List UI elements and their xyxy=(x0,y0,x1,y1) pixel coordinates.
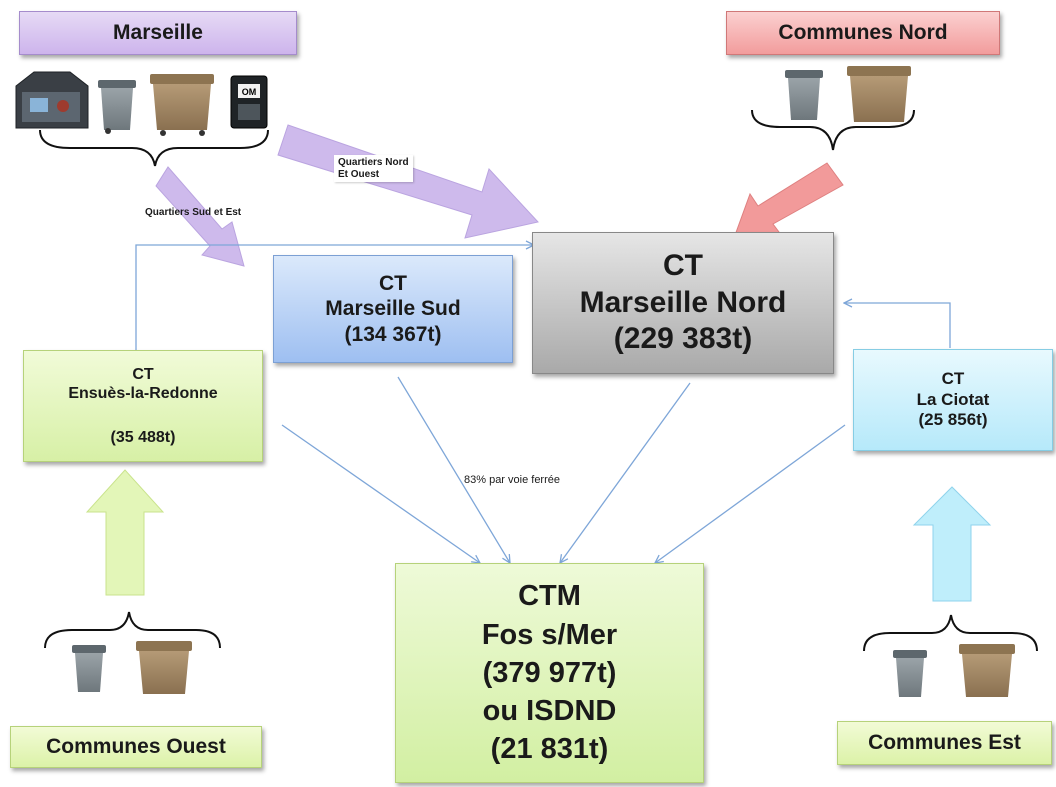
flow-ensues-to-ctm xyxy=(281,424,480,563)
ct-la-ciotat: CT La Ciotat (25 856t) xyxy=(853,349,1053,451)
brown-bin-icon xyxy=(150,74,214,136)
note-rail-share-text: 83% par voie ferrée xyxy=(464,474,560,486)
ct-la-ciotat-tonnage: (25 856t) xyxy=(918,410,988,430)
ct-ensues-name: Ensuès-la-Redonne xyxy=(68,385,218,403)
ct-la-ciotat-name: La Ciotat xyxy=(916,389,990,409)
ctm-isdnd-tonnage: (21 831t) xyxy=(490,733,609,766)
ct-marseille-sud: CT Marseille Sud (134 367t) xyxy=(273,255,513,363)
arrow-communes-nord xyxy=(733,162,844,239)
note-rail-share: 83% par voie ferrée xyxy=(464,474,560,487)
flow-ciotat-to-nord xyxy=(844,303,951,348)
label-communes-ouest-text: Communes Ouest xyxy=(46,735,226,759)
om-bin-icon: OM xyxy=(230,75,268,129)
brown-bin-icon xyxy=(847,66,911,122)
ct-marseille-sud-line1: CT xyxy=(379,271,407,295)
ctm-alternative: ou ISDND xyxy=(482,695,617,728)
arrow-communes-ouest xyxy=(85,469,165,596)
note-quartiers-sud: Quartiers Sud et Est xyxy=(145,207,241,219)
ctm-line1: CTM xyxy=(518,580,581,613)
ct-ensues-line1: CT xyxy=(132,365,154,383)
ct-la-ciotat-line1: CT xyxy=(941,368,965,388)
note-quartiers-nord-line1: Quartiers Nord xyxy=(338,157,409,168)
flow-ensues-to-nord xyxy=(135,245,534,350)
brown-bin-icon xyxy=(136,641,192,694)
gray-bin-icon xyxy=(72,645,106,692)
ctm-location: Fos s/Mer xyxy=(481,618,618,651)
brace-communes-ouest xyxy=(44,611,221,649)
ct-marseille-sud-name: Marseille Sud xyxy=(325,297,461,321)
gray-bin-icon xyxy=(98,80,136,134)
ct-marseille-nord-line1: CT xyxy=(663,249,703,283)
label-communes-nord-text: Communes Nord xyxy=(778,21,948,45)
ct-marseille-nord-name: Marseille Nord xyxy=(579,285,787,319)
ct-marseille-nord-tonnage: (229 383t) xyxy=(613,322,753,356)
ctm-fos-sur-mer: CTM Fos s/Mer (379 977t) ou ISDND (21 83… xyxy=(395,563,704,783)
flow-nord-to-ctm xyxy=(560,382,691,563)
arrow-quartiers-sud xyxy=(155,166,245,267)
brace-marseille xyxy=(39,129,269,167)
label-communes-nord: Communes Nord xyxy=(726,11,1000,55)
gray-bin-icon xyxy=(785,70,823,120)
flow-ciotat-to-ctm xyxy=(655,424,846,563)
label-marseille-text: Marseille xyxy=(113,21,203,45)
note-quartiers-sud-text: Quartiers Sud et Est xyxy=(145,207,242,218)
arrow-communes-est xyxy=(912,486,992,602)
brace-communes-est xyxy=(863,614,1038,652)
ct-marseille-nord: CT Marseille Nord (229 383t) xyxy=(532,232,834,374)
label-communes-est-text: Communes Est xyxy=(868,731,1021,755)
ct-ensues-tonnage: (35 488t) xyxy=(110,428,176,446)
underground-container-icon xyxy=(15,71,89,129)
label-marseille: Marseille xyxy=(19,11,297,55)
note-quartiers-nord-line2: Et Ouest xyxy=(338,168,380,180)
ct-marseille-sud-tonnage: (134 367t) xyxy=(344,322,442,346)
note-quartiers-nord: Quartiers Nord Et Ouest xyxy=(334,155,413,182)
flow-sud-to-ctm xyxy=(397,376,510,563)
label-communes-ouest: Communes Ouest xyxy=(10,726,262,768)
brace-communes-nord xyxy=(751,109,915,151)
label-communes-est: Communes Est xyxy=(837,721,1052,765)
brown-bin-icon xyxy=(959,644,1015,697)
ct-ensues: CT Ensuès-la-Redonne (35 488t) xyxy=(23,350,263,462)
svg-text:OM: OM xyxy=(242,87,257,97)
ctm-tonnage: (379 977t) xyxy=(482,656,617,689)
gray-bin-icon xyxy=(893,650,927,697)
